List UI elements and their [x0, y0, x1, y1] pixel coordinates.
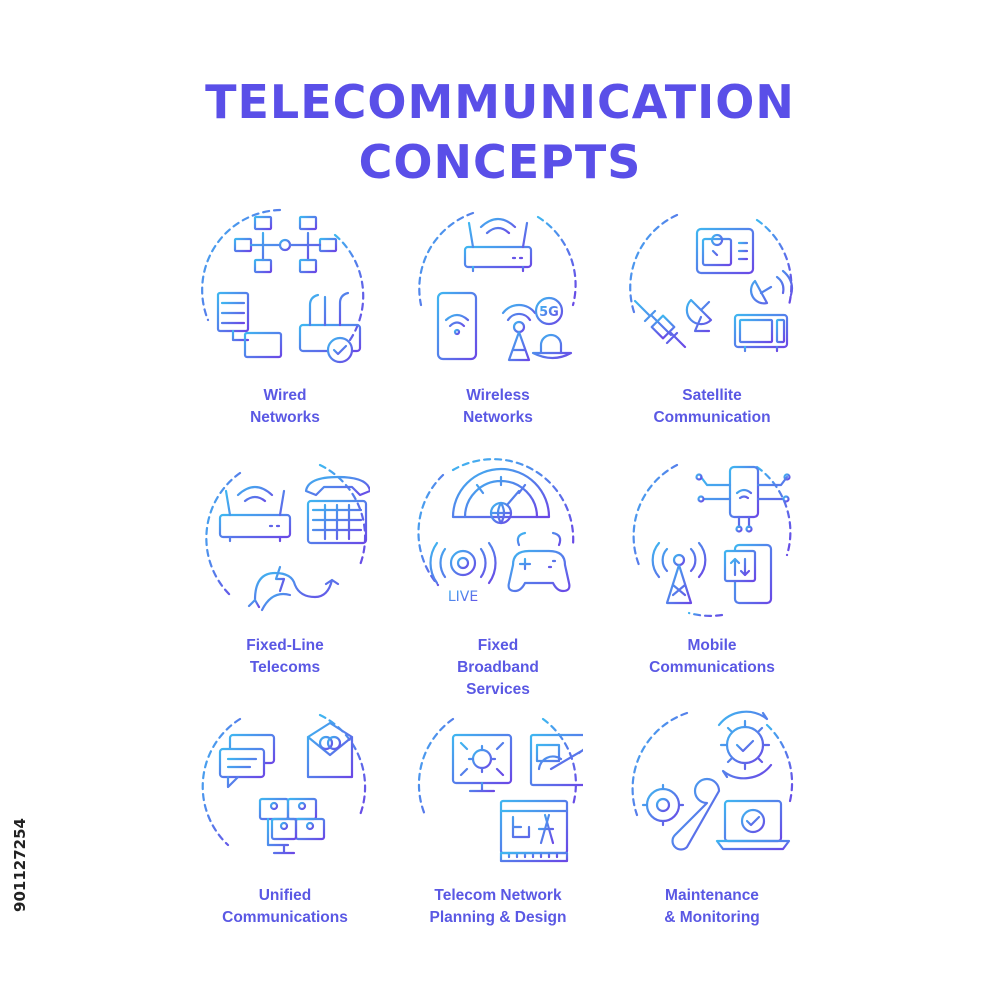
title-line-2: CONCEPTS [358, 135, 642, 189]
concept-label: Wireless Networks [463, 387, 533, 426]
concept-label: Wired Networks [250, 387, 320, 426]
unified-communications-icon [201, 713, 367, 855]
fixed-broadband-icon: LIVE [417, 458, 575, 605]
concept-wired-networks: Wired Networks [170, 205, 400, 429]
concept-label: Maintenance & Monitoring [664, 887, 760, 926]
concept-satellite-communication: Satellite Communication [597, 205, 827, 429]
concept-maintenance-monitoring: Maintenance & Monitoring [597, 705, 827, 929]
concept-label: Fixed-Line Telecoms [246, 637, 324, 676]
svg-text:901127254: 901127254 [11, 818, 29, 912]
concept-label: Unified Communications [222, 887, 348, 926]
title-line-1: TELECOMMUNICATION [205, 75, 795, 129]
concept-fixed-line-telecoms: Fixed-Line Telecoms [170, 455, 400, 679]
concept-wireless-networks: 5G Wireless Networks [383, 205, 613, 429]
concept-fixed-broadband: LIVE Fixed Broadband Services [383, 455, 613, 701]
maintenance-monitoring-icon [631, 710, 794, 851]
mobile-communications-icon [632, 463, 792, 617]
concept-network-planning: Telecom Network Planning & Design [383, 705, 613, 929]
live-badge: LIVE [448, 589, 478, 605]
fixed-line-telecoms-icon [205, 463, 370, 612]
concept-mobile-communications: Mobile Communications [597, 455, 827, 679]
concept-label: Mobile Communications [649, 637, 775, 676]
stock-id-text: 901127254 [11, 818, 29, 912]
satellite-communication-icon [629, 213, 794, 353]
wireless-networks-icon: 5G [418, 211, 577, 362]
concept-label: Fixed Broadband Services [457, 637, 539, 698]
network-planning-icon [417, 717, 583, 863]
concept-label: Telecom Network Planning & Design [429, 887, 567, 926]
wired-networks-icon [201, 208, 365, 364]
concept-unified-communications: Unified Communications [170, 705, 400, 929]
concept-label: Satellite Communication [653, 387, 771, 426]
five-g-label: 5G [539, 305, 559, 320]
page-title: TELECOMMUNICATION CONCEPTS [0, 72, 1000, 192]
